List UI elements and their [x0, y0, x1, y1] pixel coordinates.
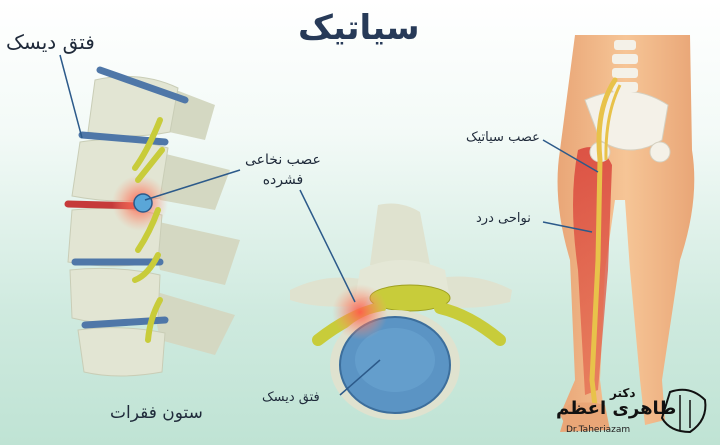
vertebra: [69, 267, 161, 325]
spinal-column-illustration: [64, 66, 240, 377]
leader-line-herniated-disc: [59, 54, 83, 139]
leader-line-pain-area: [542, 221, 593, 233]
label-herniated-disc-bottom: فتق دیسک: [262, 390, 320, 405]
disc: [96, 66, 189, 104]
label-sciatic-nerve: عصب سیاتیک: [466, 130, 540, 145]
logo-mark: [660, 388, 707, 434]
leader-line-sciatic-nerve: [542, 139, 599, 173]
vertebra-cross-section: [290, 203, 512, 420]
label-spinal-column: ستون فقرات: [110, 403, 203, 423]
label-pain-area: نواحی درد: [476, 211, 531, 226]
logo-subtitle: Dr.Taheriazam: [566, 425, 631, 435]
leader-line-compressed-nerve-2: [299, 189, 356, 303]
vertebra: [87, 75, 179, 137]
logo-title: دکتر: [610, 386, 636, 400]
page-title: سیاتیک: [298, 8, 420, 48]
pain-area: [573, 147, 612, 395]
legs-illustration: [557, 35, 695, 432]
label-compressed-nerve: عصب نخاعی فشرده: [245, 152, 321, 188]
sciatic-nerve: [589, 77, 618, 418]
label-herniated-disc: فتق دیسک: [6, 30, 95, 54]
logo-name: طاهری اعظم: [556, 398, 677, 419]
compressed-nerve-spot: [133, 193, 153, 213]
leader-line-compressed-nerve: [144, 169, 241, 201]
leader-line-herniated-disc-bottom: [339, 359, 381, 396]
vertebra: [77, 327, 166, 377]
